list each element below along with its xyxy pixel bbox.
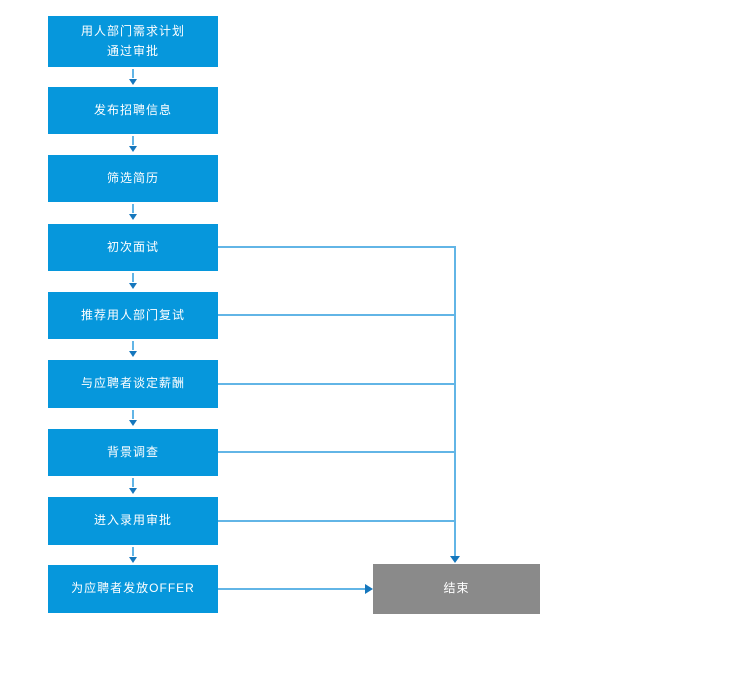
flow-node-salary-negotiation: 与应聘者谈定薪酬 [48, 360, 218, 408]
connector-down-arrow-shaft [132, 478, 134, 487]
node-label: 背景调查 [106, 444, 159, 459]
connector-branch-first-interview [218, 246, 455, 248]
flow-node-screen-resumes: 筛选简历 [48, 155, 218, 202]
flow-node-department-second-interview: 推荐用人部门复试 [48, 292, 218, 339]
connector-branch-second-interview [218, 314, 455, 316]
connector-branch-background-check [218, 451, 455, 453]
node-label: 进入录用审批 [93, 513, 172, 528]
arrow-down-icon [129, 488, 137, 494]
connector-rail-to-end [454, 246, 456, 556]
arrow-down-icon [129, 146, 137, 152]
flow-node-end: 结束 [373, 564, 540, 614]
node-label: 为应聘者发放OFFER [71, 581, 195, 596]
arrow-down-icon [129, 214, 137, 220]
flow-node-first-interview: 初次面试 [48, 224, 218, 271]
node-label: 结束 [443, 581, 470, 596]
flow-node-demand-plan-approval: 用人部门需求计划 通过审批 [48, 16, 218, 67]
arrow-right-icon [365, 584, 373, 594]
node-label: 推荐用人部门复试 [80, 307, 185, 322]
node-label: 初次面试 [106, 239, 159, 254]
arrow-down-icon [129, 351, 137, 357]
node-label: 与应聘者谈定薪酬 [80, 376, 185, 391]
connector-branch-salary-negotiation [218, 383, 455, 385]
node-label: 筛选简历 [106, 170, 159, 185]
connector-down-arrow-shaft [132, 273, 134, 282]
connector-down-arrow-shaft [132, 136, 134, 145]
flow-node-send-offer: 为应聘者发放OFFER [48, 565, 218, 613]
arrow-down-icon [129, 79, 137, 85]
arrow-down-icon [129, 283, 137, 289]
flow-node-hiring-approval: 进入录用审批 [48, 497, 218, 545]
arrow-down-icon [129, 420, 137, 426]
connector-down-arrow-shaft [132, 410, 134, 419]
flow-node-background-check: 背景调查 [48, 429, 218, 476]
connector-down-arrow-shaft [132, 69, 134, 78]
flow-node-publish-job-info: 发布招聘信息 [48, 87, 218, 134]
connector-branch-hiring-approval [218, 520, 455, 522]
connector-down-arrow-shaft [132, 204, 134, 213]
arrow-down-icon [129, 557, 137, 563]
arrow-down-icon [450, 556, 460, 563]
connector-offer-to-end [218, 588, 366, 590]
node-label: 发布招聘信息 [93, 102, 172, 117]
node-label: 用人部门需求计划 通过审批 [80, 24, 185, 58]
connector-down-arrow-shaft [132, 341, 134, 350]
connector-down-arrow-shaft [132, 547, 134, 556]
